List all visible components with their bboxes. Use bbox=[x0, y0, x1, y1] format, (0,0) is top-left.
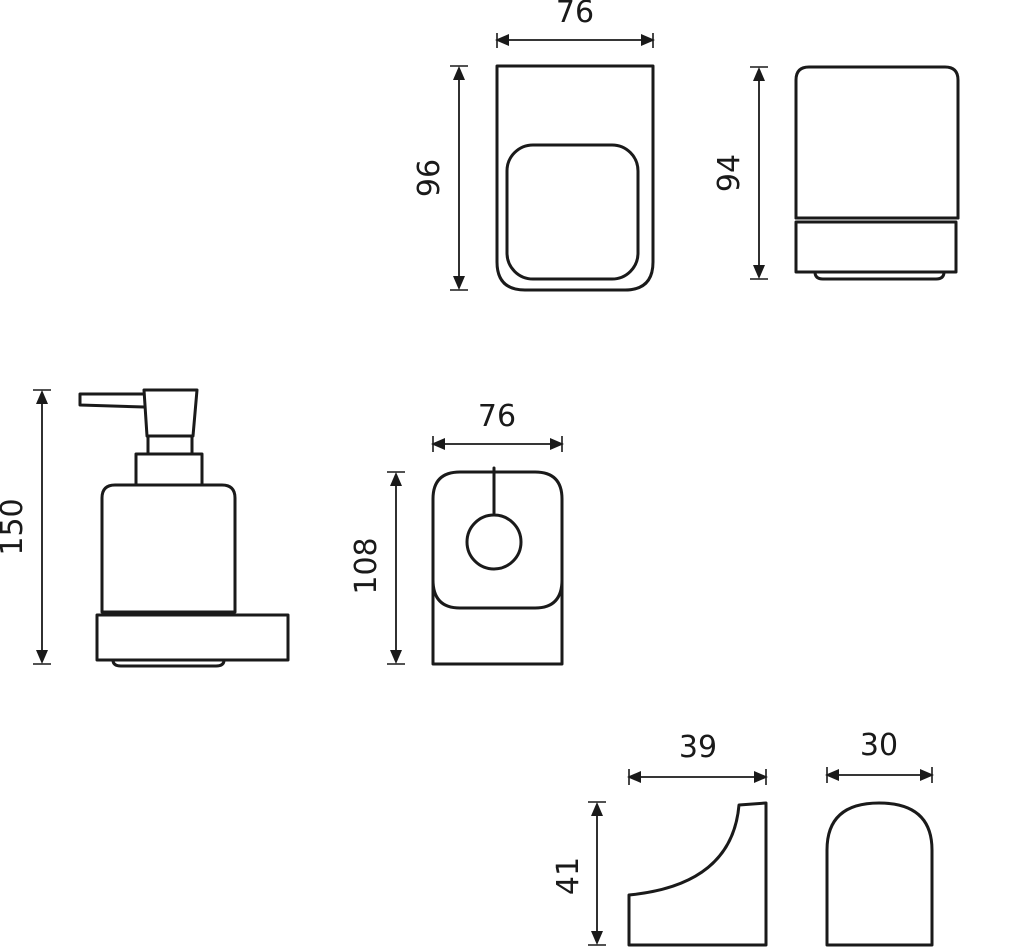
ring-width-label: 76 bbox=[478, 399, 516, 434]
dispenser-bottle bbox=[100, 483, 237, 614]
dispenser-height-label: 150 bbox=[0, 498, 30, 555]
holder-width-dimension: 76 bbox=[495, 0, 655, 48]
dispenser-base bbox=[95, 613, 290, 662]
dispenser-nozzle bbox=[78, 392, 146, 409]
towel-ring-inner-panel bbox=[431, 578, 564, 610]
dispenser-pump-neck bbox=[146, 434, 194, 456]
hook-height-label: 41 bbox=[551, 857, 586, 895]
hook-width-dimension: 39 bbox=[627, 730, 768, 785]
hook-front-drawing bbox=[825, 801, 934, 947]
tumbler-base-foot bbox=[813, 270, 946, 281]
towel-ring-drawing bbox=[431, 466, 564, 666]
tumbler-glass bbox=[794, 65, 960, 220]
tumbler-height-dimension: 94 bbox=[712, 66, 768, 280]
wall-holder-window bbox=[505, 143, 640, 281]
towel-ring-outline bbox=[431, 470, 564, 666]
soap-dispenser-drawing bbox=[78, 388, 290, 668]
hook-side-outline bbox=[627, 801, 768, 947]
dispenser-base-foot bbox=[111, 658, 226, 668]
hook-width-label: 39 bbox=[679, 730, 717, 765]
wall-holder-drawing bbox=[495, 64, 655, 292]
tumbler-base bbox=[794, 220, 958, 274]
wall-holder-outline bbox=[495, 64, 655, 292]
tumbler-drawing bbox=[794, 65, 960, 281]
tumbler-height-label: 94 bbox=[712, 154, 747, 192]
dispenser-height-dimension: 150 bbox=[0, 389, 51, 665]
towel-ring bbox=[465, 513, 523, 571]
ring-height-label: 108 bbox=[349, 537, 384, 594]
hook-height-dimension: 41 bbox=[551, 801, 606, 946]
ring-height-dimension: 108 bbox=[349, 471, 405, 665]
holder-height-dimension: 96 bbox=[412, 65, 468, 291]
cap-width-label: 30 bbox=[860, 728, 898, 763]
hook-front-outline bbox=[825, 801, 934, 947]
holder-height-label: 96 bbox=[412, 159, 447, 197]
dispenser-pump-head bbox=[142, 388, 199, 438]
holder-width-label: 76 bbox=[556, 0, 594, 30]
ring-width-dimension: 76 bbox=[431, 399, 564, 452]
hook-side-drawing bbox=[627, 801, 768, 947]
dispenser-collar bbox=[134, 452, 204, 487]
cap-width-dimension: 30 bbox=[825, 728, 934, 783]
